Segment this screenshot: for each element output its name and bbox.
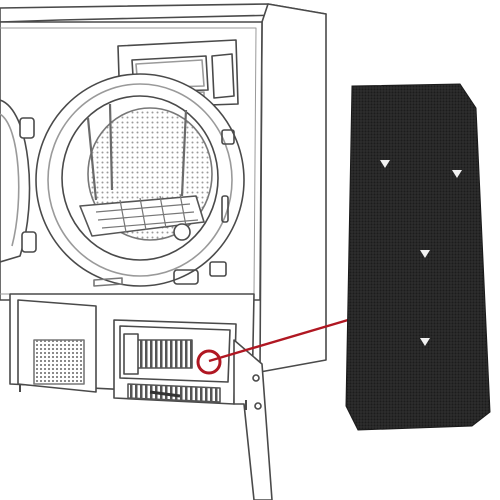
dryer-side-panel <box>259 3 327 373</box>
open-door <box>0 99 37 263</box>
lower-flap <box>233 339 273 500</box>
filter-slit <box>420 338 430 346</box>
dryer-top <box>0 3 327 23</box>
filter-pad <box>345 83 491 431</box>
condenser-compartment <box>113 319 237 405</box>
drum-opening <box>35 73 245 287</box>
sponge-filter-icon <box>345 83 491 431</box>
filter-slit <box>452 170 462 178</box>
dryer-icon <box>0 3 327 500</box>
filter-slit <box>420 250 430 258</box>
callout-ring <box>196 349 222 375</box>
filter-slit <box>380 160 390 168</box>
callout-pointer <box>196 318 349 375</box>
